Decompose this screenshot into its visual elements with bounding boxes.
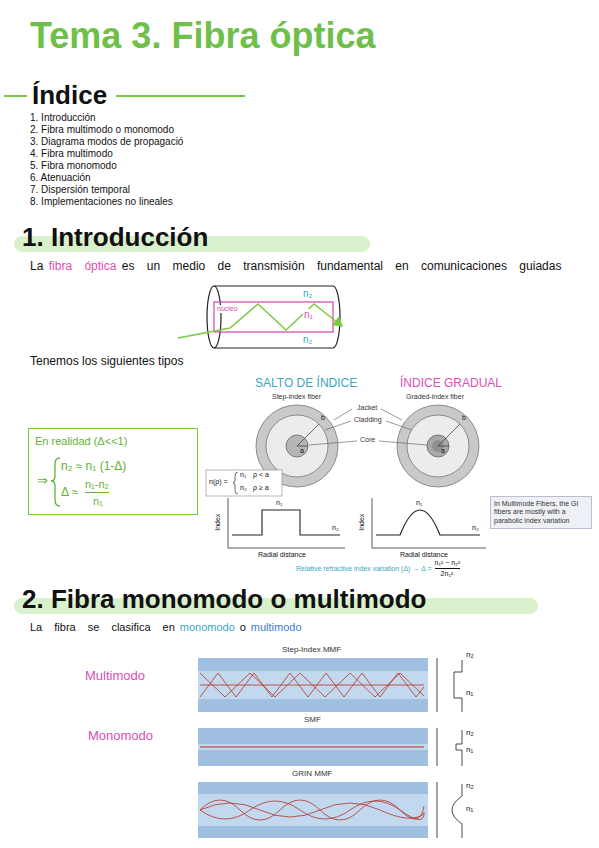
index-item: 8. Implementaciones no lineales xyxy=(30,196,173,208)
brace xyxy=(51,458,60,506)
type-heading: ÍNDICE GRADUAL xyxy=(400,376,502,390)
index-label: n₂ xyxy=(303,334,312,346)
part-label: Core xyxy=(360,436,375,444)
body-text: es un medio de transmisión fundamental e… xyxy=(122,259,562,273)
index-item: 2. Fibra multimodo o monomodo xyxy=(30,124,174,136)
axis-label: n₁ xyxy=(416,499,422,507)
formula-text: n₂ ≈ n₁ (1-Δ) xyxy=(61,459,126,473)
formula-box xyxy=(206,470,282,496)
formula-text: n(ρ) = xyxy=(209,478,228,486)
heading-rule xyxy=(4,95,27,97)
type-heading: SALTO DE ÍNDICE xyxy=(255,376,357,390)
fraction-numerator: n₁² − n₂² xyxy=(435,559,461,569)
page-title: Tema 3. Fibra óptica xyxy=(30,14,375,57)
keyword: multimodo xyxy=(251,621,302,633)
type-label: Multimodo xyxy=(85,668,145,684)
index-item: 5. Fibra monomodo xyxy=(30,160,117,172)
axis-label: Index xyxy=(214,514,222,531)
body-text: La fibra se clasifica en xyxy=(30,621,175,633)
axis-label: n₂ xyxy=(472,524,479,532)
brace xyxy=(233,472,238,494)
dimension-label: b xyxy=(462,414,466,422)
note-heading: En realidad (Δ<<1) xyxy=(35,435,127,448)
type-label: Monomodo xyxy=(88,728,153,744)
index-profile xyxy=(437,658,462,838)
formula-text: ρ < a xyxy=(253,471,269,479)
body-text: La xyxy=(30,259,43,273)
formula-text: n₂ xyxy=(240,484,247,492)
index-label: n₂ xyxy=(466,650,474,660)
fraction-denominator: n₁ xyxy=(93,495,103,508)
formula-text: Δ ≈ xyxy=(61,485,78,499)
figure-label: Step-Index MMF xyxy=(282,645,341,655)
axis-label: Radial distance xyxy=(258,551,306,559)
note-box: En realidad (Δ<<1) ⇒ n₂ ≈ n₁ (1-Δ) Δ ≈ n₁-n₂… xyxy=(28,428,198,515)
axis-label: n₂ xyxy=(332,524,339,532)
core-label: núcleo xyxy=(216,305,239,313)
dimension-label: b xyxy=(321,414,325,422)
part-label: Jacket xyxy=(357,404,377,412)
keyword: monomodo xyxy=(180,621,235,633)
index-profile xyxy=(228,498,486,548)
fiber-cross-section xyxy=(256,405,479,487)
index-label: n₂ xyxy=(303,288,312,300)
body-text: Tenemos los siguientes tipos xyxy=(30,354,183,368)
index-label: n₁ xyxy=(466,804,473,814)
fraction-numerator: n₁-n₂ xyxy=(85,478,109,493)
body-text: o xyxy=(240,621,246,633)
text-line: La fibra óptica es un medio de transmisión… xyxy=(30,258,585,275)
axis-label: n₁ xyxy=(276,499,282,507)
implies-symbol: ⇒ xyxy=(37,473,48,489)
index-item: 1. Introducción xyxy=(30,112,96,124)
fiber-panel xyxy=(198,658,428,838)
index-item: 4. Fibra multimodo xyxy=(30,148,113,160)
index-label: n₁ xyxy=(466,745,473,755)
section-heading: 1. Introducción xyxy=(22,222,208,253)
section-heading: 2. Fibra monomodo o multimodo xyxy=(22,584,426,615)
index-label: n₁ xyxy=(466,688,473,698)
section-heading: Índice xyxy=(32,80,107,111)
note-text: In Multimode Fibers, the GI fibers are m… xyxy=(490,496,592,529)
axis-label: Index xyxy=(358,514,366,531)
formula-text: ρ ≥ a xyxy=(253,484,269,492)
index-label: n₂ xyxy=(466,781,474,791)
heading-rule xyxy=(116,95,245,97)
dimension-label: a xyxy=(441,447,445,455)
index-item: 6. Atenuación xyxy=(30,172,91,184)
index-item: 3. Diagrama modos de propagació xyxy=(30,136,183,148)
leader-line xyxy=(309,409,427,445)
formula-text: n₁ xyxy=(240,471,246,479)
part-label: Cladding xyxy=(354,416,382,424)
dimension-label: a xyxy=(300,447,304,455)
keyword: fibra óptica xyxy=(49,259,117,273)
index-label: n₁ xyxy=(303,309,314,321)
index-item: 7. Dispersión temporal xyxy=(30,184,130,196)
fiber-sketch xyxy=(178,286,342,348)
fraction-denominator: 2n₁² xyxy=(441,570,453,578)
text-line: La fibra se clasifica en monomodo o multimo… xyxy=(30,620,585,636)
figure-label: Graded-index fiber xyxy=(406,393,464,401)
figure-label: Step-index fiber xyxy=(272,393,321,401)
figure-label: GRIN MMF xyxy=(292,769,332,779)
index-label: n₂ xyxy=(466,728,474,738)
figure-label: SMF xyxy=(304,715,321,725)
caption-text: Relative refractive index variation (Δ) … xyxy=(296,565,432,573)
